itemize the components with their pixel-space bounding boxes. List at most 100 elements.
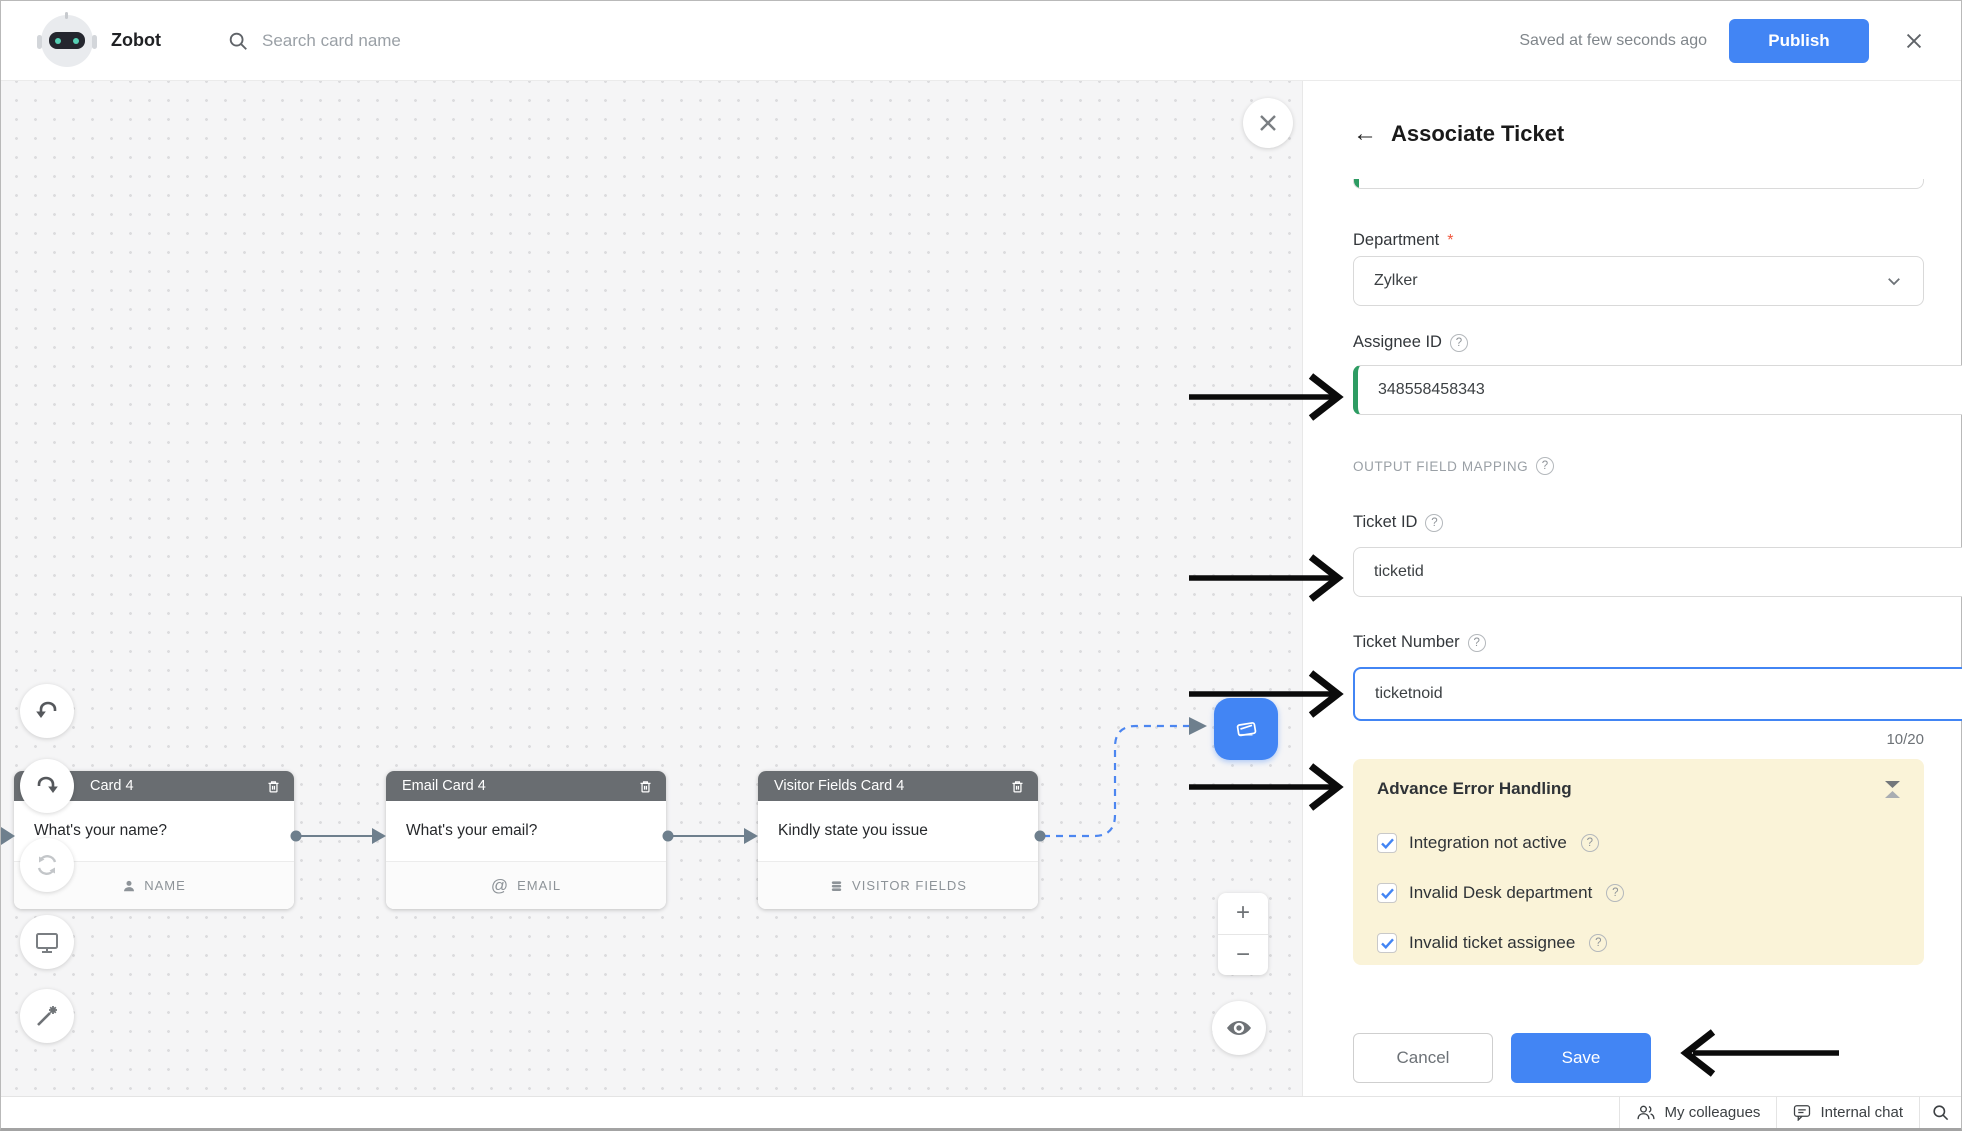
delete-card-button[interactable] — [264, 777, 282, 795]
back-button[interactable]: ← — [1353, 120, 1377, 147]
top-bar: Zobot Saved at few seconds ago Publish — [1, 1, 1961, 81]
sync-button[interactable] — [20, 838, 74, 892]
colleagues-icon — [1636, 1105, 1655, 1120]
app-title: Zobot — [111, 30, 161, 50]
undo-icon — [36, 701, 57, 718]
ticket-id-label: Ticket ID ? — [1353, 513, 1924, 532]
undo-button[interactable] — [20, 684, 74, 738]
redo-icon — [37, 776, 58, 793]
ticket-number-label: Ticket Number ? — [1353, 633, 1924, 652]
global-search-button[interactable] — [1919, 1097, 1961, 1128]
magic-wand-icon — [37, 1006, 57, 1026]
search-icon — [229, 32, 247, 50]
trash-icon — [268, 780, 278, 792]
chat-icon — [1794, 1105, 1811, 1121]
trash-icon — [1012, 780, 1022, 792]
eye-icon — [1227, 1021, 1251, 1035]
search-input[interactable] — [261, 30, 562, 51]
sync-icon — [37, 855, 57, 875]
card-field-label: VISITOR FIELDS — [852, 878, 967, 893]
checkbox-label: Invalid ticket assignee — [1409, 933, 1576, 952]
error-option-row: Invalid ticket assignee ? — [1377, 933, 1900, 953]
trash-icon — [640, 780, 650, 792]
person-icon — [124, 880, 135, 891]
flow-card-visitor-fields[interactable]: Visitor Fields Card 4 Kindly state you i… — [758, 771, 1038, 909]
check-icon — [1380, 937, 1394, 949]
collapse-icon[interactable] — [1885, 781, 1900, 803]
char-counter: 10/20 — [1886, 731, 1924, 748]
preview-button[interactable] — [1212, 1001, 1266, 1055]
help-icon[interactable]: ? — [1467, 633, 1486, 652]
delete-card-button[interactable] — [636, 777, 654, 795]
zoom-in-button[interactable]: + — [1235, 899, 1250, 927]
close-icon[interactable] — [1901, 28, 1927, 54]
close-icon — [1260, 115, 1276, 131]
card-title: Card 4 — [90, 778, 134, 794]
panel-title: Associate Ticket — [1391, 121, 1565, 146]
card-search — [227, 30, 562, 52]
my-colleagues-button[interactable]: My colleagues — [1618, 1097, 1777, 1128]
error-option-row: Integration not active ? — [1377, 833, 1900, 853]
help-icon[interactable]: ? — [1425, 513, 1444, 532]
checkbox-integration-not-active[interactable] — [1377, 833, 1397, 853]
ticket-id-input[interactable] — [1353, 547, 1962, 597]
output-field-mapping-section: OUTPUT FIELD MAPPING ? — [1353, 457, 1924, 475]
my-colleagues-label: My colleagues — [1664, 1104, 1761, 1121]
status-bar: My colleagues Internal chat — [1, 1096, 1961, 1128]
monitor-icon — [36, 933, 58, 953]
database-icon — [831, 880, 842, 891]
flow-connectors — [1, 717, 1207, 845]
cancel-button[interactable]: Cancel — [1353, 1033, 1493, 1083]
card-question: Kindly state you issue — [778, 822, 928, 839]
ticket-number-input[interactable] — [1353, 667, 1962, 721]
ticket-card-icon — [1236, 722, 1257, 737]
associate-ticket-panel: ← Associate Ticket Department* Zylker As… — [1302, 81, 1962, 1096]
redo-button[interactable] — [20, 759, 74, 813]
magic-wand-button[interactable] — [20, 989, 74, 1043]
flow-canvas[interactable]: Card 4 What's your name? NAME — [1, 81, 1302, 1096]
department-value: Zylker — [1374, 272, 1418, 289]
preview-screen-button[interactable] — [20, 915, 74, 969]
search-icon — [1933, 1105, 1949, 1121]
checkbox-label: Invalid Desk department — [1409, 883, 1593, 902]
assignee-id-input[interactable] — [1353, 365, 1962, 415]
internal-chat-button[interactable]: Internal chat — [1776, 1097, 1919, 1128]
zobot-avatar — [37, 11, 97, 67]
card-title: Visitor Fields Card 4 — [774, 778, 905, 794]
zoom-out-button[interactable]: − — [1235, 940, 1250, 968]
error-handling-title: Advance Error Handling — [1377, 779, 1572, 798]
card-field-label: NAME — [144, 878, 186, 893]
zoom-controls: + − — [1218, 893, 1268, 975]
card-question: What's your email? — [406, 822, 538, 839]
help-icon[interactable]: ? — [1449, 333, 1468, 352]
associate-ticket-node[interactable] — [1214, 698, 1278, 760]
scrolled-input-edge — [1353, 179, 1924, 189]
check-icon — [1380, 837, 1394, 849]
internal-chat-label: Internal chat — [1820, 1104, 1903, 1121]
delete-card-button[interactable] — [1008, 777, 1026, 795]
help-icon[interactable]: ? — [1589, 934, 1608, 952]
card-title: Email Card 4 — [402, 778, 486, 794]
advance-error-handling-panel: Advance Error Handling Integration not a… — [1353, 759, 1924, 965]
help-icon[interactable]: ? — [1536, 457, 1555, 475]
assignee-id-label: Assignee ID ? — [1353, 333, 1924, 352]
flow-card-email[interactable]: Email Card 4 What's your email? @ EMAIL — [386, 771, 666, 909]
help-icon[interactable]: ? — [1606, 884, 1625, 902]
card-header[interactable]: Visitor Fields Card 4 — [758, 771, 1038, 801]
card-header[interactable]: Email Card 4 — [386, 771, 666, 801]
check-icon — [1380, 887, 1394, 899]
error-option-row: Invalid Desk department ? — [1377, 883, 1900, 903]
card-field-type: @ EMAIL — [386, 861, 666, 909]
checkbox-invalid-ticket-assignee[interactable] — [1377, 933, 1397, 953]
checkbox-invalid-desk-department[interactable] — [1377, 883, 1397, 903]
card-question: What's your name? — [34, 822, 168, 839]
canvas-close-button[interactable] — [1243, 98, 1293, 148]
save-button[interactable]: Save — [1511, 1033, 1651, 1083]
publish-button[interactable]: Publish — [1729, 18, 1869, 63]
required-asterisk: * — [1447, 231, 1454, 249]
department-select[interactable]: Zylker — [1353, 256, 1924, 306]
card-field-type: VISITOR FIELDS — [758, 861, 1038, 909]
help-icon[interactable]: ? — [1580, 834, 1599, 852]
department-label: Department* — [1353, 231, 1454, 249]
chevron-down-icon — [1888, 278, 1900, 286]
